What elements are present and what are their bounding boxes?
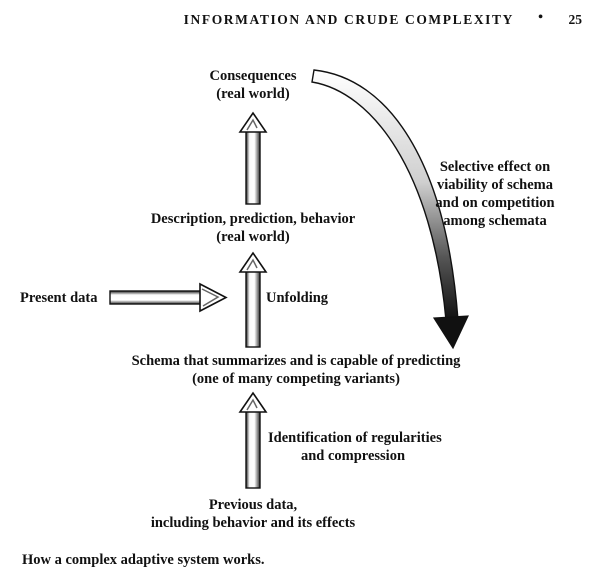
arrow-present-data — [109, 282, 228, 313]
header-bullet: • — [538, 10, 543, 25]
arrow-description-to-consequences — [238, 111, 268, 205]
arrow-previous-to-schema — [238, 391, 268, 489]
description-label: Description, prediction, behavior (real … — [150, 211, 356, 245]
curved-arrow-selective-effect — [311, 69, 469, 350]
running-title: INFORMATION AND CRUDE COMPLEXITY — [183, 12, 514, 27]
running-header: INFORMATION AND CRUDE COMPLEXITY • 25 — [0, 8, 594, 32]
figure-caption: How a complex adaptive system works. — [22, 552, 265, 568]
identification-label: Identification of regularities and compr… — [268, 430, 442, 464]
page-number: 25 — [568, 12, 583, 27]
present-data-label: Present data — [20, 290, 98, 306]
schema-label: Schema that summarizes and is capable of… — [131, 353, 461, 387]
selective-effect-label: Selective effect on viability of schema … — [435, 159, 555, 229]
arrow-schema-to-description — [238, 251, 268, 348]
consequences-label: Consequences (real world) — [209, 68, 297, 102]
previous-data-label: Previous data, including behavior and it… — [150, 497, 356, 531]
unfolding-label: Unfolding — [266, 290, 329, 306]
